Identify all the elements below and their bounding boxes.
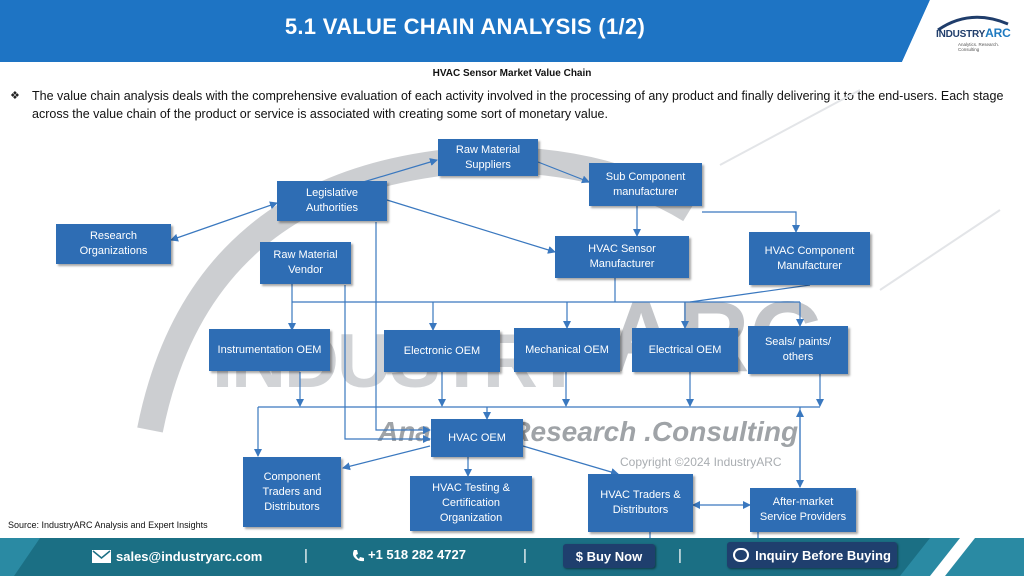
node-instrumentation-oem: Instrumentation OEM (209, 329, 330, 371)
header-background (0, 0, 1024, 62)
phone-icon (353, 550, 364, 562)
node-component-traders: Component Traders and Distributors (243, 457, 341, 527)
page-title: 5.1 VALUE CHAIN ANALYSIS (1/2) (284, 14, 646, 39)
node-hvac-testing: HVAC Testing & Certification Organizatio… (410, 476, 532, 531)
connector-legislative-to-suppliers (359, 158, 438, 184)
node-hvac-traders: HVAC Traders & Distributors (588, 474, 693, 532)
node-electronic-oem: Electronic OEM (384, 330, 500, 372)
connector-hvac-oem-to-traders-left (342, 445, 431, 471)
diagram-subtitle: HVAC Sensor Market Value Chain (432, 68, 592, 79)
node-electrical-oem: Electrical OEM (632, 328, 738, 372)
node-sub-component-manufacturer: Sub Component manufacturer (589, 163, 702, 206)
description-bullet: ❖ The value chain analysis deals with th… (10, 87, 1014, 123)
connector-subcomponent-to-component (702, 211, 800, 233)
connector-legislative-to-hvac-oem (375, 222, 431, 434)
node-research-organizations: Research Organizations (56, 224, 171, 264)
logo-arc-icon (937, 15, 1009, 32)
node-aftermarket: After-market Service Providers (750, 488, 856, 532)
footer-bar: sales@industryarc.com | +1 518 282 4727 … (0, 538, 1024, 576)
mail-icon (92, 550, 111, 563)
chat-bubble-icon (733, 548, 750, 562)
bullet-diamond-icon: ❖ (10, 90, 20, 102)
phone-link[interactable]: +1 518 282 4727 (368, 547, 466, 562)
watermark-copyright: Copyright ©2024 IndustryARC (620, 455, 782, 469)
email-link[interactable]: sales@industryarc.com (116, 549, 263, 564)
footer-separator: | (523, 547, 527, 564)
node-seals-paints-others: Seals/ paints/ others (748, 326, 848, 374)
connector-component-to-bus (689, 284, 811, 303)
connector-vendor-to-hvac-oem (344, 285, 431, 443)
footer-separator: | (304, 547, 308, 564)
inquiry-button[interactable]: Inquiry Before Buying (727, 542, 897, 568)
node-hvac-oem: HVAC OEM (431, 419, 523, 457)
industryarc-logo: INDUSTRYARC Analytics. Research. Consult… (930, 12, 1020, 56)
node-raw-material-suppliers: Raw Material Suppliers (438, 139, 538, 176)
buy-now-button[interactable]: $ Buy Now (563, 544, 655, 568)
header-bar: 5.1 VALUE CHAIN ANALYSIS (1/2) INDUSTRYA… (0, 0, 1024, 62)
inquiry-button-label: Inquiry Before Buying (755, 547, 891, 563)
connector-suppliers-to-subcomponent (537, 161, 590, 184)
description-text: The value chain analysis deals with the … (32, 89, 1004, 121)
logo-tagline: Analytics. Research. Consulting (958, 42, 1000, 52)
node-legislative-authorities: Legislative Authorities (277, 181, 387, 221)
connector-hvac-oem-to-traders (522, 445, 619, 476)
connector-legislative-to-sensor (386, 199, 556, 254)
logo-wordmark: INDUSTRYARC (936, 26, 1011, 40)
node-raw-material-vendor: Raw Material Vendor (260, 242, 351, 284)
source-note: Source: IndustryARC Analysis and Expert … (8, 520, 208, 530)
connector-legislative-research (170, 201, 278, 242)
node-mechanical-oem: Mechanical OEM (514, 328, 620, 372)
node-hvac-sensor-manufacturer: HVAC Sensor Manufacturer (555, 236, 689, 278)
node-hvac-component-manufacturer: HVAC Component Manufacturer (749, 232, 870, 285)
footer-separator: | (678, 547, 682, 564)
